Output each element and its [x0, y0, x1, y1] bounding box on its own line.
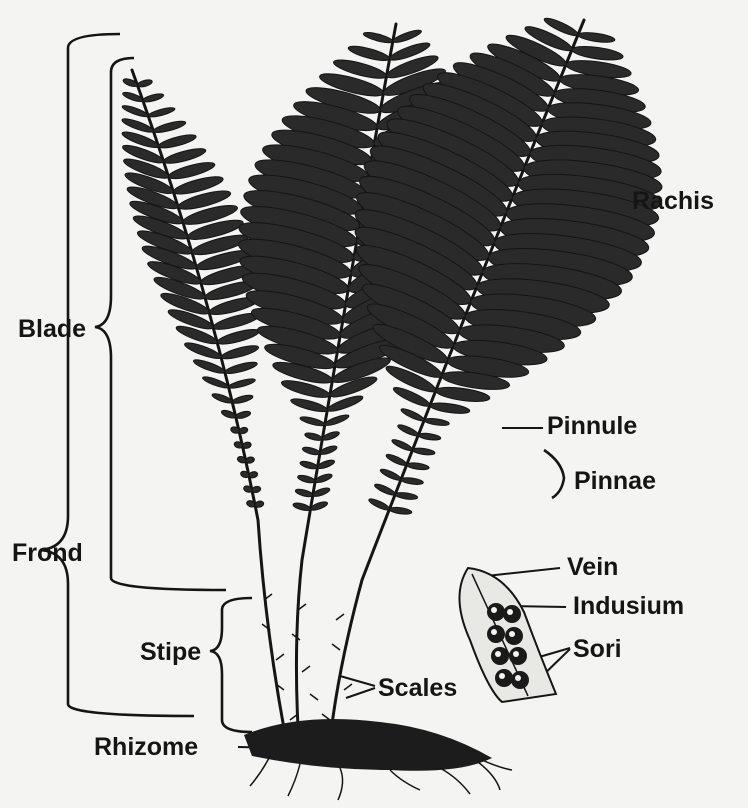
pinna	[368, 497, 391, 512]
rhizome	[244, 719, 512, 800]
pinna	[224, 360, 258, 376]
pinna	[238, 426, 248, 434]
indusium-highlight	[513, 651, 519, 657]
pinna	[397, 423, 420, 438]
pinna	[235, 410, 251, 420]
scale	[310, 694, 318, 700]
pinna	[412, 447, 435, 456]
scale	[344, 684, 352, 690]
pinna	[577, 31, 615, 44]
pinna	[248, 471, 258, 479]
blade-label: Blade	[18, 317, 86, 342]
sorus-detail	[459, 568, 556, 702]
pinna	[347, 43, 391, 63]
pinna	[295, 488, 314, 498]
pinna	[299, 460, 318, 470]
indusium-label: Indusium	[573, 594, 684, 619]
pinnule-label: Pinnule	[547, 414, 637, 439]
pinna	[400, 407, 426, 423]
pinna	[231, 394, 253, 405]
pinna	[220, 343, 260, 361]
pinna	[385, 452, 408, 467]
scale	[302, 666, 310, 672]
frond-bracket	[40, 34, 194, 716]
pinna	[406, 462, 429, 471]
pinnae-label: Pinnae	[574, 469, 656, 494]
pinna	[292, 502, 311, 512]
indusium-highlight	[491, 607, 497, 613]
pinna	[142, 92, 164, 103]
pinna	[157, 132, 197, 150]
indusium-highlight	[491, 629, 497, 635]
pinna	[304, 431, 323, 441]
pinna	[152, 119, 186, 135]
pinna	[245, 456, 255, 464]
pinna	[251, 485, 261, 493]
pinna	[429, 401, 470, 415]
pinna	[299, 415, 325, 427]
scale	[336, 614, 344, 620]
scale	[276, 654, 284, 660]
vein-leader	[486, 568, 560, 576]
pinna	[571, 44, 624, 62]
scales-label: Scales	[378, 676, 457, 701]
fern-pinnae	[121, 15, 664, 515]
pinna	[395, 491, 418, 500]
pinna	[418, 432, 441, 441]
indusium-highlight	[509, 631, 515, 637]
pinna	[254, 500, 264, 508]
indusium-highlight	[499, 673, 505, 679]
pinna	[242, 441, 252, 449]
pinnae-bracket	[544, 450, 564, 498]
scales-leader-2	[346, 688, 375, 698]
pinna	[391, 438, 414, 453]
stipe-bracket	[210, 598, 252, 732]
pinna	[379, 467, 402, 482]
pinna	[147, 106, 175, 119]
pinna	[290, 396, 329, 414]
indusium-highlight	[515, 675, 521, 681]
pinna	[424, 417, 450, 426]
pinna	[400, 477, 423, 486]
pinna	[137, 78, 153, 88]
rachis-label: Rachis	[632, 189, 714, 214]
pinna	[297, 474, 316, 484]
pinna	[389, 506, 412, 515]
indusium-highlight	[507, 609, 513, 615]
scales-leader-1	[340, 676, 375, 686]
pinna	[228, 377, 256, 390]
fern-scales	[262, 594, 352, 720]
pinna	[302, 446, 321, 456]
frond-label: Frond	[12, 541, 83, 566]
pinna	[363, 30, 394, 44]
rhizome-body	[244, 719, 492, 771]
vein-label: Vein	[567, 555, 618, 580]
rhizome-label: Rhizome	[94, 735, 198, 760]
scale	[332, 644, 340, 650]
pinna	[373, 482, 396, 497]
indusium-highlight	[495, 651, 501, 657]
stipe-label: Stipe	[140, 640, 201, 665]
sori-label: Sori	[573, 637, 622, 662]
